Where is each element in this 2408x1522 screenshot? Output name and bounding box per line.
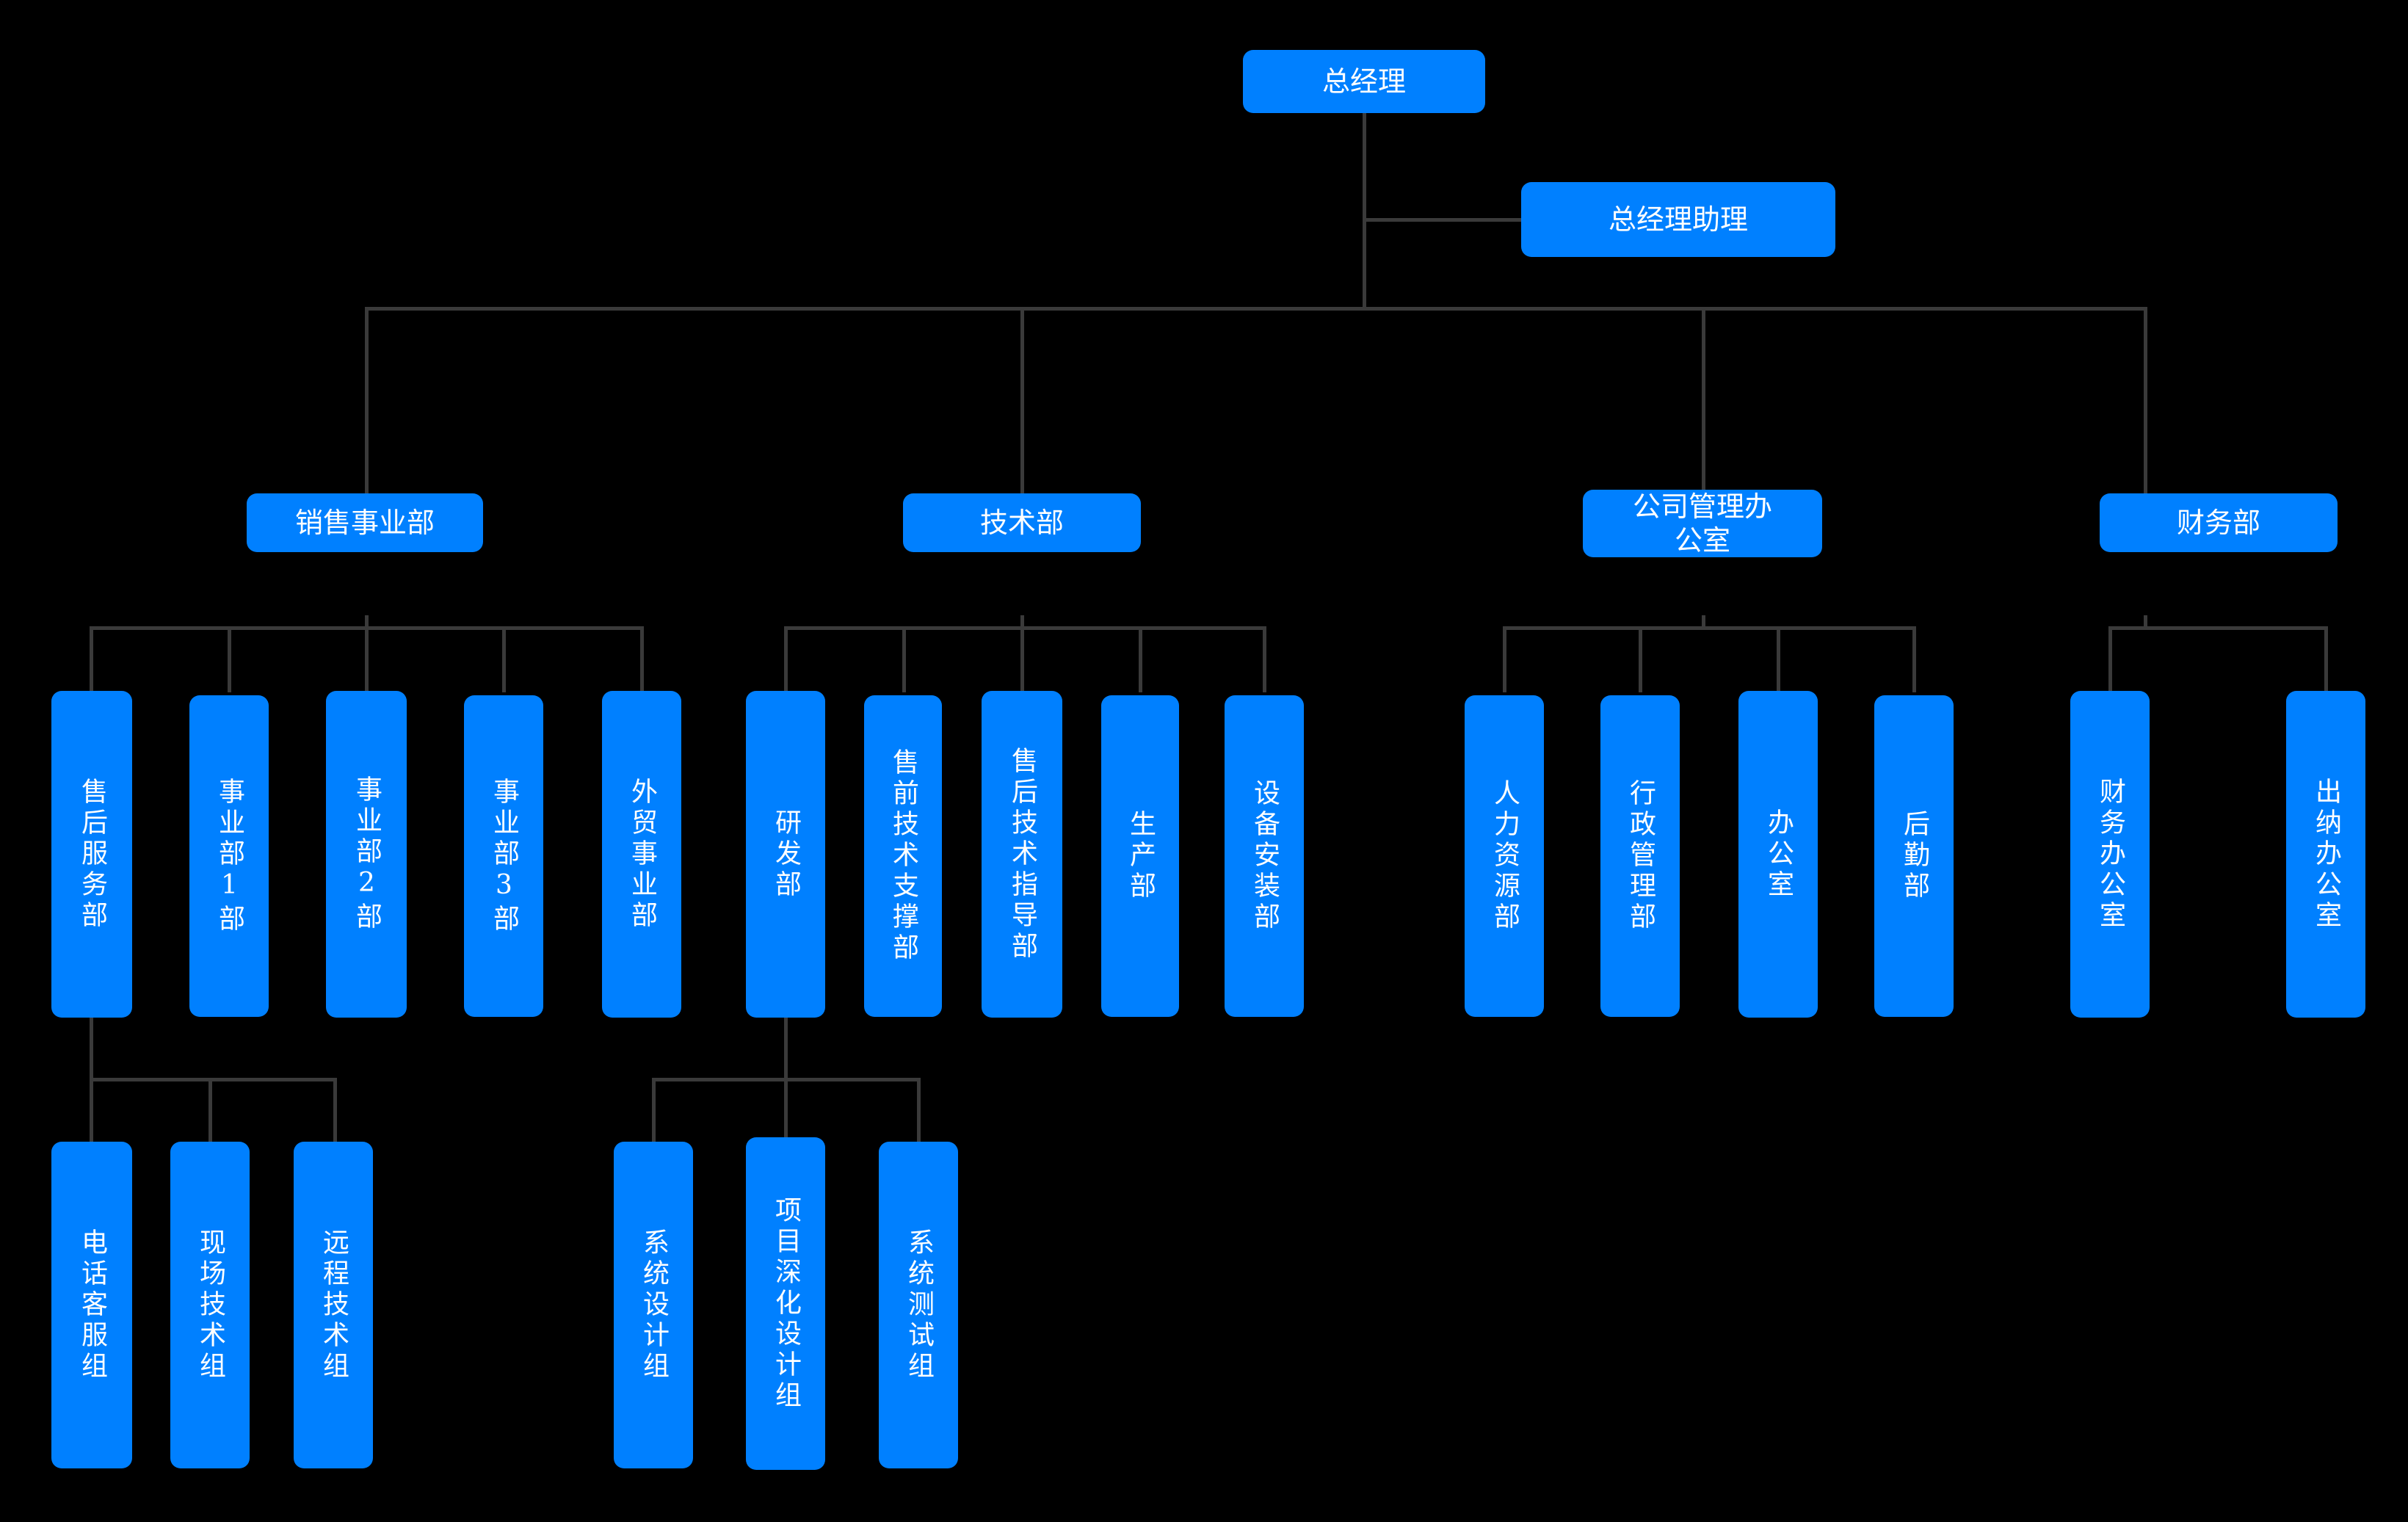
node-business-unit-1[interactable]: 事业部1部	[189, 695, 269, 1017]
connector-after-sales-children-bus	[90, 1078, 337, 1081]
connector-level2-bus	[365, 307, 2145, 311]
connector-drop-biz-unit-2	[365, 626, 369, 692]
connector-admin-children-bus	[1503, 626, 1914, 630]
connector-finance-dept-stem	[2144, 615, 2147, 630]
connector-rnd-stem	[784, 1018, 788, 1080]
node-cashier-office[interactable]: 出纳办公室	[2286, 691, 2365, 1018]
node-system-test-group[interactable]: 系统测试组	[879, 1142, 958, 1468]
node-general-manager-assistant[interactable]: 总经理助理	[1521, 182, 1835, 257]
connector-drop-system-design-group	[652, 1078, 656, 1144]
connector-gm-trunk	[1363, 112, 1366, 307]
connector-drop-aftersales-guidance	[1020, 626, 1024, 692]
node-equipment-installation-dept[interactable]: 设备安装部	[1225, 695, 1304, 1017]
node-company-admin-office-line1: 公司管理办	[1632, 490, 1772, 523]
connector-drop-remote-tech-group	[333, 1078, 337, 1144]
node-after-sales-service-dept[interactable]: 售后服务部	[51, 691, 132, 1018]
connector-drop-sales-div	[365, 307, 369, 493]
connector-drop-after-sales-service	[90, 626, 93, 692]
connector-drop-cashier-office	[2324, 626, 2328, 692]
node-rnd-department[interactable]: 研发部	[746, 691, 825, 1018]
connector-drop-finance-dept	[2144, 307, 2147, 493]
node-production-department[interactable]: 生产部	[1101, 695, 1179, 1017]
connector-drop-presales-support	[902, 626, 906, 692]
node-office[interactable]: 办公室	[1738, 691, 1818, 1018]
connector-drop-admin-mgmt-dept	[1639, 626, 1642, 692]
connector-drop-project-detail-design-group	[784, 1078, 788, 1144]
connector-drop-equipment-install	[1263, 626, 1266, 692]
connector-drop-finance-office	[2108, 626, 2112, 692]
connector-drop-logistics-dept	[1912, 626, 1916, 692]
node-aftersales-tech-guidance-dept[interactable]: 售后技术指导部	[982, 691, 1062, 1018]
connector-drop-hr-dept	[1503, 626, 1506, 692]
node-admin-management-dept[interactable]: 行政管理部	[1600, 695, 1680, 1017]
node-presales-tech-support-dept[interactable]: 售前技术支撑部	[864, 695, 942, 1017]
node-logistics-department[interactable]: 后勤部	[1874, 695, 1954, 1017]
node-foreign-trade-division[interactable]: 外贸事业部	[602, 691, 681, 1018]
node-company-admin-office-line2: 公室	[1674, 524, 1730, 557]
node-hr-department[interactable]: 人力资源部	[1465, 695, 1544, 1017]
node-company-admin-office[interactable]: 公司管理办 公室	[1583, 490, 1822, 557]
connector-sales-div-stem	[365, 615, 369, 630]
connector-admin-office-stem	[1702, 615, 1705, 630]
node-phone-customer-service-group[interactable]: 电话客服组	[51, 1142, 132, 1468]
connector-drop-system-test-group	[917, 1078, 921, 1144]
node-business-unit-2[interactable]: 事业部2部	[326, 691, 407, 1018]
node-onsite-tech-group[interactable]: 现场技术组	[170, 1142, 250, 1468]
node-system-design-group[interactable]: 系统设计组	[614, 1142, 693, 1468]
connector-after-sales-stem	[90, 1018, 93, 1080]
node-finance-department[interactable]: 财务部	[2100, 493, 2338, 552]
connector-drop-office	[1777, 626, 1780, 692]
node-business-unit-3[interactable]: 事业部3部	[464, 695, 543, 1017]
connector-tech-children-bus	[784, 626, 1266, 630]
connector-drop-onsite-tech-group	[208, 1078, 212, 1144]
connector-drop-production-dept	[1139, 626, 1142, 692]
connector-drop-foreign-trade	[640, 626, 644, 692]
connector-drop-admin-office	[1702, 307, 1705, 493]
connector-drop-biz-unit-3	[502, 626, 506, 692]
connector-tech-dept-stem	[1020, 615, 1024, 630]
node-remote-tech-group[interactable]: 远程技术组	[294, 1142, 373, 1468]
connector-drop-phone-support-group	[90, 1078, 93, 1144]
connector-drop-biz-unit-1	[228, 626, 231, 692]
connector-drop-rnd-dept	[784, 626, 788, 692]
connector-gm-to-assistant	[1363, 218, 1521, 222]
node-general-manager[interactable]: 总经理	[1243, 50, 1485, 113]
node-tech-department[interactable]: 技术部	[903, 493, 1141, 552]
node-sales-division[interactable]: 销售事业部	[247, 493, 483, 552]
connector-drop-tech-dept	[1020, 307, 1024, 493]
connector-finance-children-bus	[2108, 626, 2327, 630]
node-finance-office[interactable]: 财务办公室	[2070, 691, 2150, 1018]
node-project-detail-design-group[interactable]: 项目深化设计组	[746, 1137, 825, 1470]
